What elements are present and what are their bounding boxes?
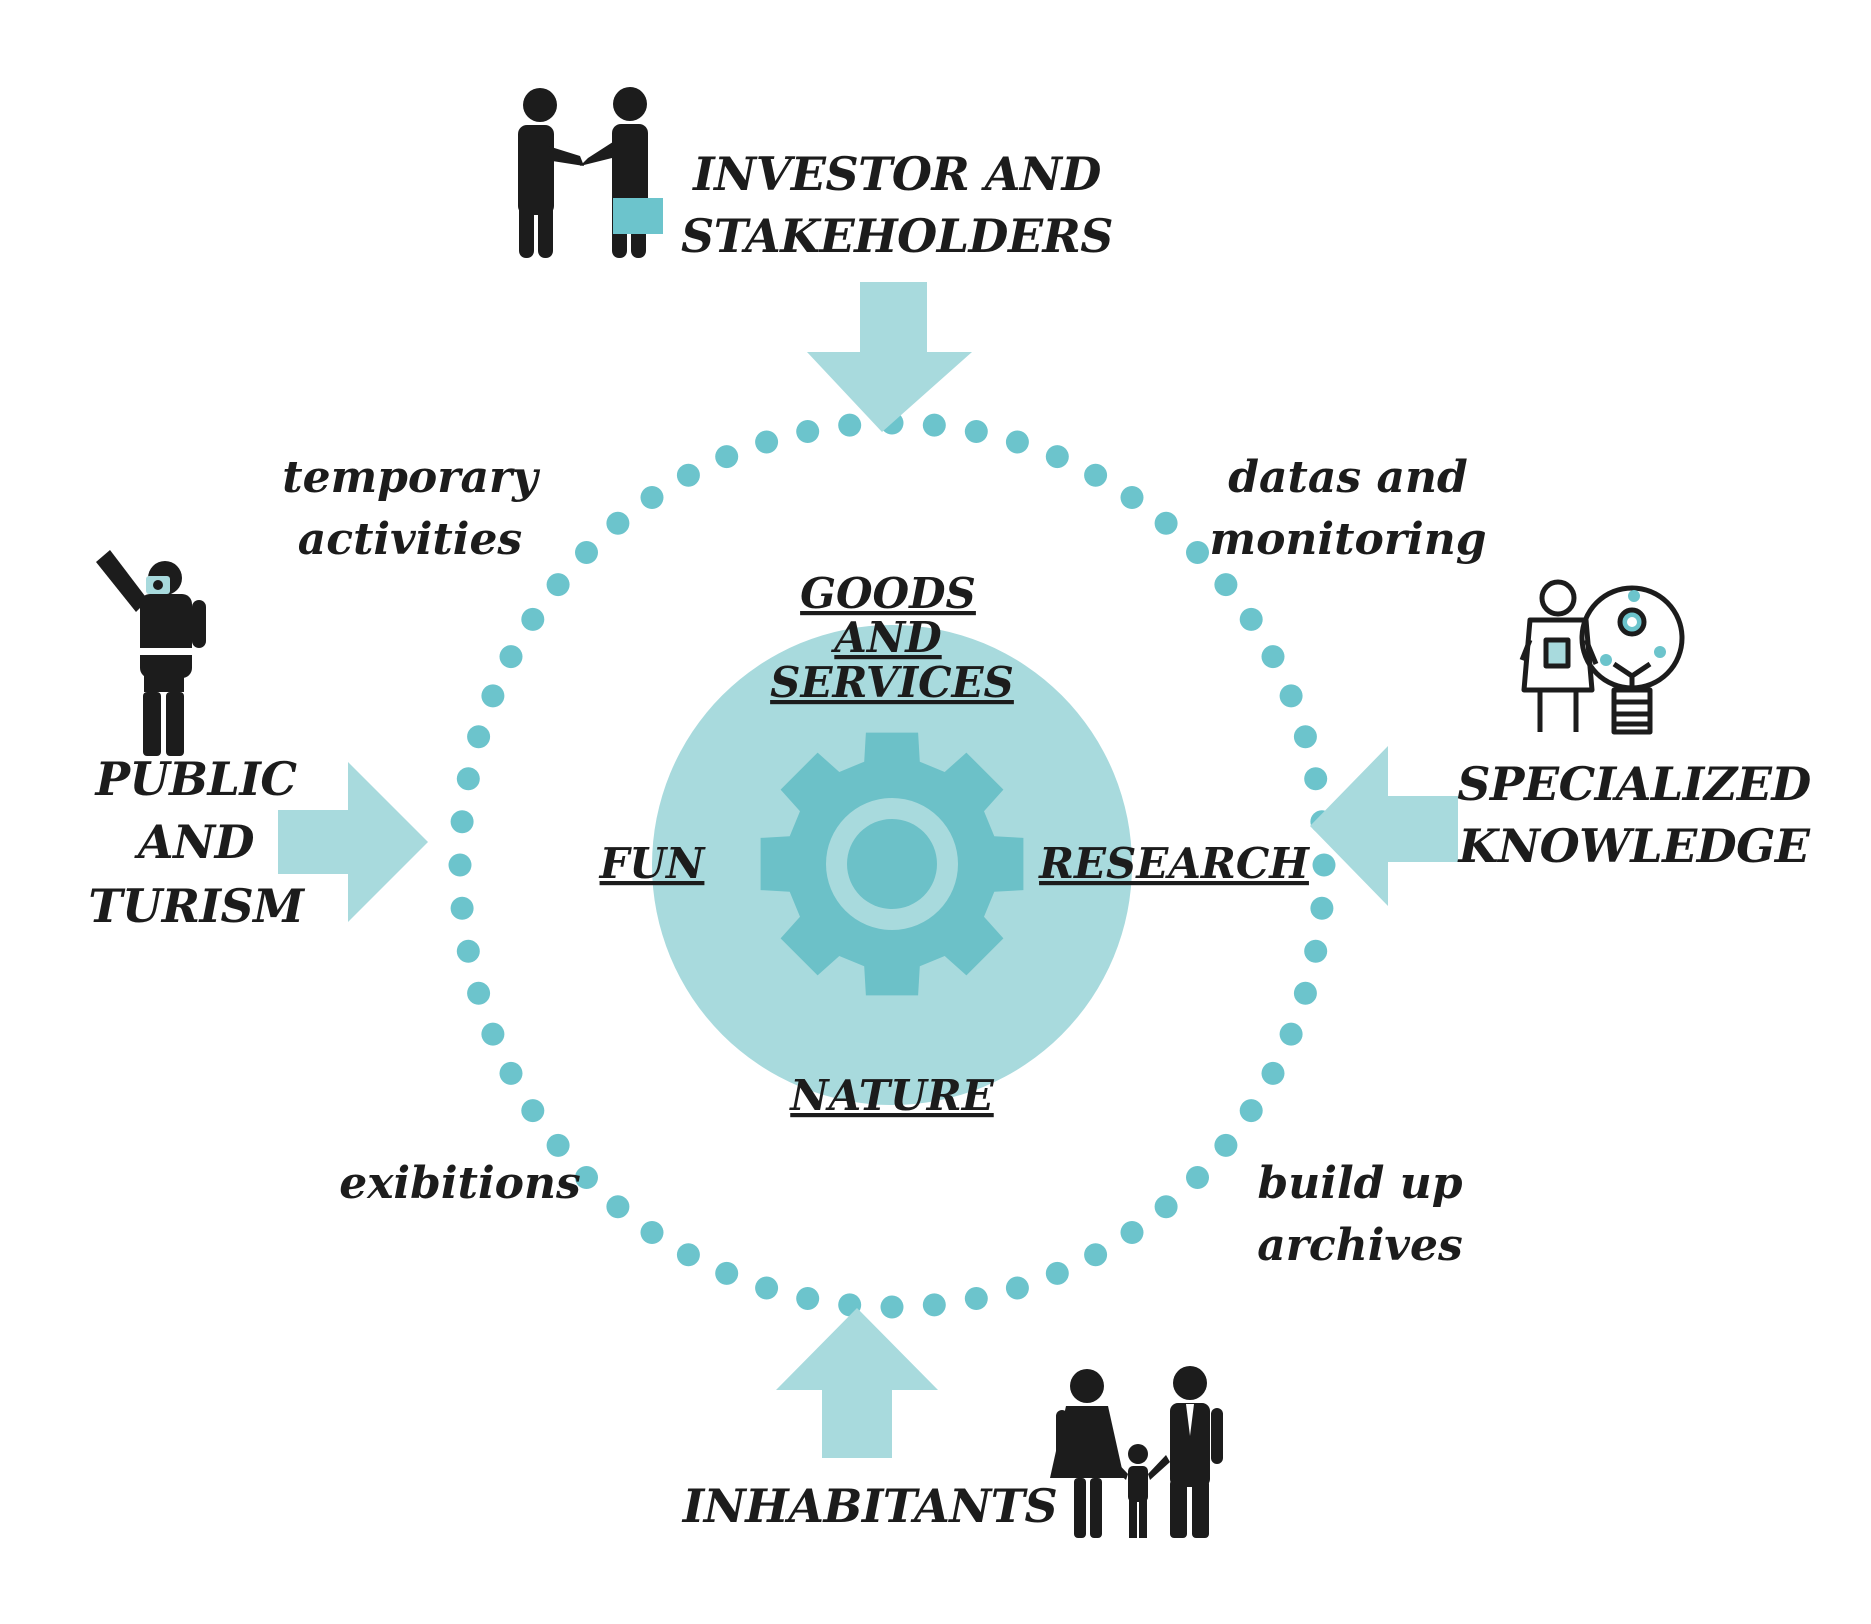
label-public-3: TURISM <box>88 879 306 933</box>
ring-dot <box>676 1243 700 1267</box>
ring-dot <box>1293 981 1317 1005</box>
label-temporary-2: activities <box>298 514 522 565</box>
ring-dot <box>1293 725 1317 749</box>
arrow-down-investors <box>807 282 972 432</box>
ring-dot <box>1120 486 1144 509</box>
ring-dot <box>1005 1276 1029 1300</box>
ring-dot <box>606 511 630 535</box>
label-research: RESEARCH <box>1038 839 1310 888</box>
ring-dot <box>796 420 820 443</box>
ring-dot <box>575 1166 598 1189</box>
label-public-1: PUBLIC <box>93 752 297 806</box>
gear-icon <box>760 732 1024 996</box>
ring-dot <box>880 1295 904 1319</box>
label-temporary-1: temporary <box>282 452 541 503</box>
label-fun: FUN <box>599 839 706 888</box>
ring-dot <box>456 939 480 963</box>
ring-dot <box>1120 1221 1144 1244</box>
ring-dot <box>481 1022 505 1046</box>
ring-dot <box>922 413 946 437</box>
ring-dot <box>1279 684 1303 708</box>
ring-dot <box>1005 430 1029 454</box>
ring-dot <box>676 463 700 487</box>
ring-dot <box>450 896 474 920</box>
ring-dot <box>546 1133 570 1157</box>
arrow-up-inhabitants <box>776 1308 938 1458</box>
label-public-2: AND <box>134 815 255 869</box>
ring-dot <box>450 810 474 834</box>
ring-dot <box>922 1293 946 1317</box>
ring-dot <box>1239 1099 1263 1123</box>
ring-dot <box>1304 767 1328 791</box>
ring-dot <box>606 1195 630 1219</box>
label-datas-1: datas and <box>1228 452 1467 503</box>
ring-dot <box>1312 853 1336 877</box>
ring-dot <box>1045 445 1069 469</box>
ring-dot <box>467 725 491 749</box>
ring-dot <box>755 1276 779 1300</box>
ring-dot <box>521 607 545 631</box>
ring-dot <box>1045 1261 1069 1285</box>
ring-dot <box>1310 896 1334 920</box>
ring-dot <box>575 541 598 564</box>
ring-dot <box>481 684 505 708</box>
ring-dot <box>1304 939 1328 963</box>
ring-dot <box>1261 645 1285 669</box>
ring-dot <box>546 573 570 597</box>
label-goods-2: AND <box>830 613 942 662</box>
ring-dot <box>1154 511 1178 535</box>
scientist-lightbulb-icon <box>1519 579 1685 735</box>
label-investors-1: INVESTOR AND <box>691 147 1101 201</box>
ring-dot <box>796 1287 820 1310</box>
ring-dot <box>1084 1243 1108 1267</box>
ring-dot <box>755 430 779 454</box>
ring-dot <box>499 645 523 669</box>
ring-dot <box>499 1061 523 1085</box>
handshake-icon <box>518 87 663 258</box>
label-archives-1: build up <box>1257 1158 1462 1209</box>
ring-dot <box>1239 607 1263 631</box>
ring-dot <box>640 486 664 509</box>
label-exibitions: exibitions <box>339 1158 581 1209</box>
ring-dot <box>1261 1061 1285 1085</box>
ring-dot <box>1186 1166 1209 1189</box>
tourist-camera-icon <box>96 550 206 756</box>
label-specialized-2: KNOWLEDGE <box>1457 819 1811 873</box>
ring-dot <box>838 413 862 437</box>
ring-dot <box>1186 541 1209 564</box>
ring-dot <box>715 445 739 469</box>
label-investors-2: STAKEHOLDERS <box>681 209 1113 263</box>
ring-dot <box>964 1287 988 1310</box>
ring-dot <box>640 1221 664 1244</box>
arrow-left-specialized <box>1310 746 1458 906</box>
ring-dot <box>1084 463 1108 487</box>
ring-dot <box>1279 1022 1303 1046</box>
family-icon <box>1050 1366 1223 1538</box>
label-goods-1: GOODS <box>800 569 976 618</box>
ring-dot <box>467 981 491 1005</box>
ring-dot <box>715 1261 739 1285</box>
label-archives-2: archives <box>1257 1220 1463 1271</box>
ring-dot <box>1214 1133 1238 1157</box>
ring-dot <box>448 853 472 877</box>
ring-dot <box>521 1099 545 1123</box>
arrow-right-public <box>278 762 428 922</box>
ring-dot <box>1154 1195 1178 1219</box>
ring-dot <box>1214 573 1238 597</box>
label-datas-2: monitoring <box>1210 514 1487 565</box>
ring-dot <box>964 420 988 443</box>
label-goods-3: SERVICES <box>770 658 1014 707</box>
label-nature: NATURE <box>788 1071 994 1120</box>
label-specialized-1: SPECIALIZED <box>1457 757 1811 811</box>
ring-dot <box>456 767 480 791</box>
label-inhabitants: INHABITANTS <box>681 1479 1058 1533</box>
